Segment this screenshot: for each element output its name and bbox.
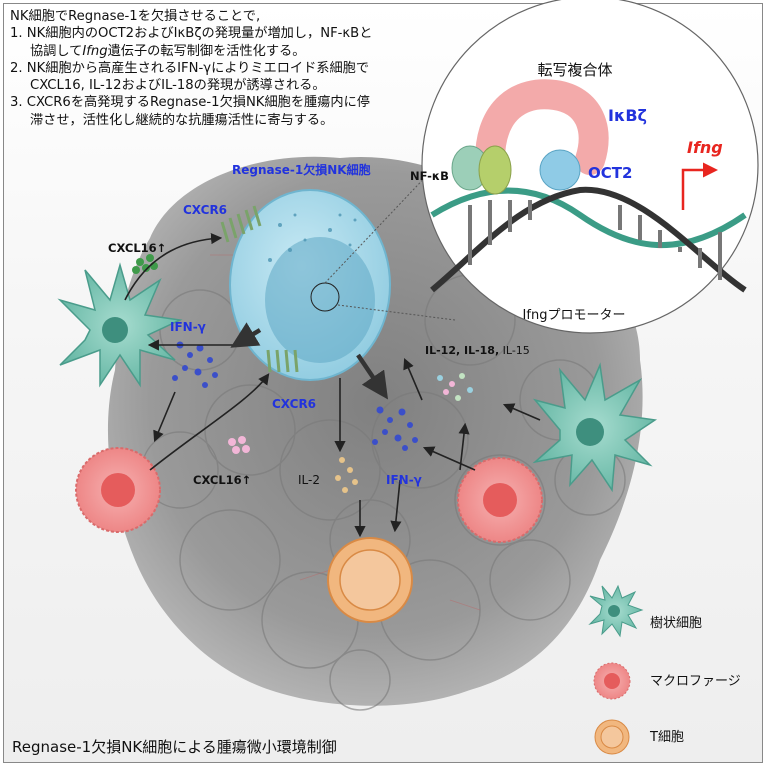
summary-point1-line1: 1. NK細胞内のOCT2およびIκBζの発現量が増加し，NF-κBと	[10, 26, 373, 42]
legend-macrophage-icon	[593, 662, 631, 700]
cxcl16-dots-bottom	[228, 436, 250, 454]
nfkb-label: NF-κB	[410, 169, 449, 183]
dendritic-cell-right	[532, 362, 658, 493]
gene-label: Ifng	[687, 138, 723, 157]
interaction-arrows	[124, 233, 541, 538]
ikbz-protein	[475, 79, 609, 175]
macrophage-left	[75, 447, 161, 533]
il-label: IL-12, IL-18, IL-15	[425, 344, 530, 357]
cxcl16-bottom-label: CXCL16↑	[193, 473, 251, 487]
cxcr6-top-label: CXCR6	[183, 203, 227, 217]
nk-cell-label: Regnase-1欠損NK細胞	[232, 162, 371, 177]
magnify-lines	[324, 169, 456, 321]
ifng-dots-right	[372, 406, 418, 451]
legend-macrophage-label: マクロファージ	[650, 674, 741, 689]
il2-dots	[335, 457, 358, 493]
legend-dendritic-icon	[588, 584, 644, 638]
cxcr6-receptor-bottom	[266, 349, 299, 373]
ikbz-label: IκBζ	[608, 106, 647, 125]
legend: 樹状細胞 マクロファージ T細胞	[588, 584, 741, 755]
summary-point2-line1: 2. NK細胞から高産生されるIFN-γによりミエロイド系細胞で	[10, 60, 370, 76]
il2-label: IL-2	[298, 473, 320, 487]
promoter-label: Ifngプロモーター	[523, 308, 626, 323]
summary-point3-line1: 3. CXCR6を高発現するRegnase-1欠損NK細胞を腫瘍内に停	[10, 95, 370, 111]
summary-point3-line2: 滞させ，活性化し継続的な抗腫瘍活性に寄与する。	[30, 112, 334, 128]
cxcl16-top-label: CXCL16↑	[108, 241, 166, 255]
ifng-tss-arrow	[681, 162, 718, 210]
figure-title: Regnase-1欠損NK細胞による腫瘍微小環境制御	[12, 738, 337, 756]
nfkb-protein	[451, 145, 512, 195]
t-cell	[327, 537, 413, 623]
il12-il18-dots	[437, 373, 473, 401]
summary-text: NK細胞でRegnase-1を欠損させることで, 1. NK細胞内のOCT2およ…	[10, 8, 372, 129]
macrophage-right	[457, 457, 543, 543]
ifng-right-label: IFN-γ	[386, 473, 422, 487]
ifng-left-label: IFN-γ	[170, 320, 206, 334]
summary-point1-line2: 協調してIfng遺伝子の転写制御を活性化する。	[30, 43, 306, 59]
dna-helix	[430, 186, 747, 293]
nk-output-arrows	[230, 322, 389, 400]
legend-tcell-label: T細胞	[649, 730, 684, 745]
oct2-protein	[539, 149, 581, 191]
dendritic-cell-left	[57, 262, 183, 388]
inset-title: 転写複合体	[537, 61, 612, 79]
cxcr6-bottom-label: CXCR6	[272, 397, 316, 411]
summary-intro: NK細胞でRegnase-1を欠損させることで,	[10, 9, 261, 24]
legend-dendritic-label: 樹状細胞	[650, 616, 702, 631]
legend-tcell-icon	[594, 719, 630, 755]
oct2-label: OCT2	[588, 164, 632, 182]
cxcr6-receptor-top	[220, 205, 262, 243]
summary-point2-line2: CXCL16, IL-12およびIL-18の発現が誘導される。	[30, 78, 326, 94]
nk-cell	[229, 189, 391, 381]
cxcl16-dots-top	[132, 254, 158, 274]
